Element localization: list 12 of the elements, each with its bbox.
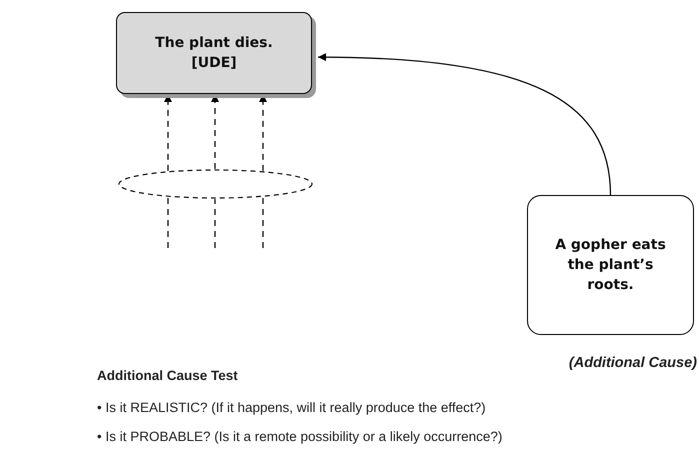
cause-box: [527, 195, 694, 335]
bullet-text: • Is it PROBABLE? (Is it a remote possibility or a likely occurrence?): [97, 429, 502, 444]
node-text: The plant dies. [UDE]: [154, 34, 274, 73]
connector-line: [214, 199, 216, 248]
connector-line: [167, 197, 169, 248]
node-caption: (Additional Cause): [568, 355, 697, 371]
bullet-text: • Is it REALISTIC? (If it happens, will it really produce the effect?): [97, 400, 486, 415]
connector-line: [262, 197, 264, 248]
arrow: [318, 53, 612, 196]
heading: Additional Cause Test: [97, 368, 238, 383]
node-text: A gopher eats the plant’s roots.: [554, 236, 667, 295]
junction-ellipse: [118, 169, 313, 199]
